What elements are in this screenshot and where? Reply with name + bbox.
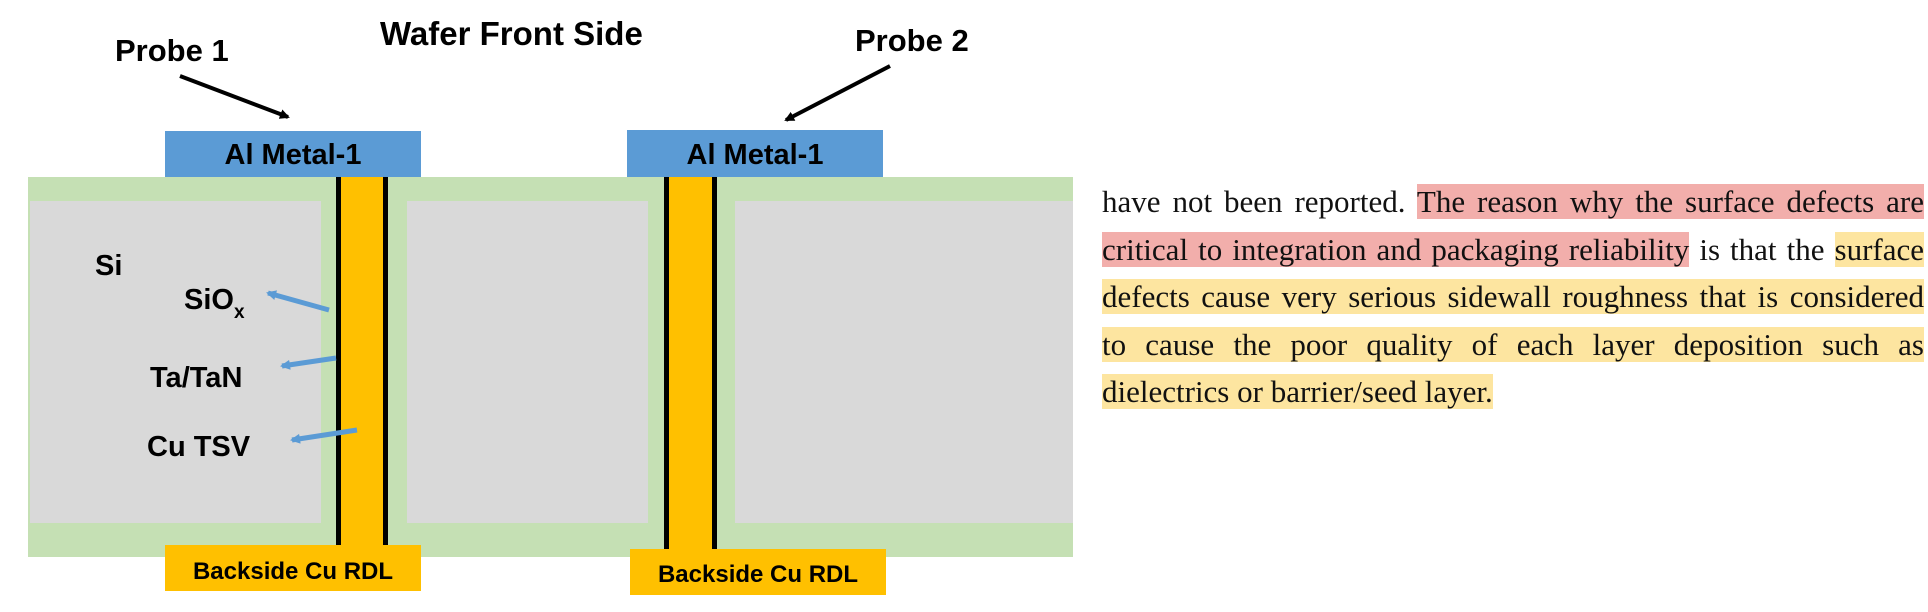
siox-label-subscript: x <box>234 302 245 323</box>
silicon-region-middle <box>407 201 648 523</box>
tsv-cross-section-diagram: Wafer Front Side Probe 1 Probe 2 Al Meta… <box>28 15 1073 595</box>
cutsv-callout-arrow <box>290 427 358 444</box>
al-metal-pad-right <box>627 130 883 177</box>
cutsv-label: Cu TSV <box>147 431 251 463</box>
tatan-label: Ta/TaN <box>150 362 242 394</box>
metal-label-right: Al Metal-1 <box>687 139 824 171</box>
diagram-title: Wafer Front Side <box>380 15 643 52</box>
silicon-region-right <box>735 201 1073 523</box>
silicon-region-left <box>30 201 321 523</box>
probe1-arrow <box>179 74 290 119</box>
backside-rdl-pad-right <box>630 549 886 595</box>
probe2-label: Probe 2 <box>855 23 969 58</box>
si-label: Si <box>95 250 122 282</box>
probe2-arrow <box>784 64 891 122</box>
probe1-label: Probe 1 <box>115 33 229 68</box>
siox-label-main: SiO <box>184 284 234 316</box>
backside-label-right: Backside Cu RDL <box>658 561 858 588</box>
backside-label-left: Backside Cu RDL <box>193 558 393 585</box>
al-metal-pad-left <box>165 131 421 177</box>
tsv-liner-left-a <box>336 177 341 557</box>
tatan-callout-arrow <box>280 355 337 370</box>
siox-label: SiOx <box>184 284 245 323</box>
siox-callout-arrow <box>266 290 330 313</box>
metal-label-left: Al Metal-1 <box>225 139 362 171</box>
tsv-copper-right <box>667 177 715 557</box>
excerpt-plain-start: have not been reported. <box>1102 184 1417 219</box>
excerpt-plain-mid: is that the <box>1689 231 1835 267</box>
tsv-liner-left-b <box>383 177 388 557</box>
backside-rdl-pad-left <box>165 545 421 591</box>
paper-excerpt: have not been reported. The reason why t… <box>1102 178 1925 416</box>
tsv-liner-right-a <box>664 177 669 557</box>
tsv-liner-right-b <box>712 177 717 557</box>
tsv-copper-left <box>338 177 386 557</box>
